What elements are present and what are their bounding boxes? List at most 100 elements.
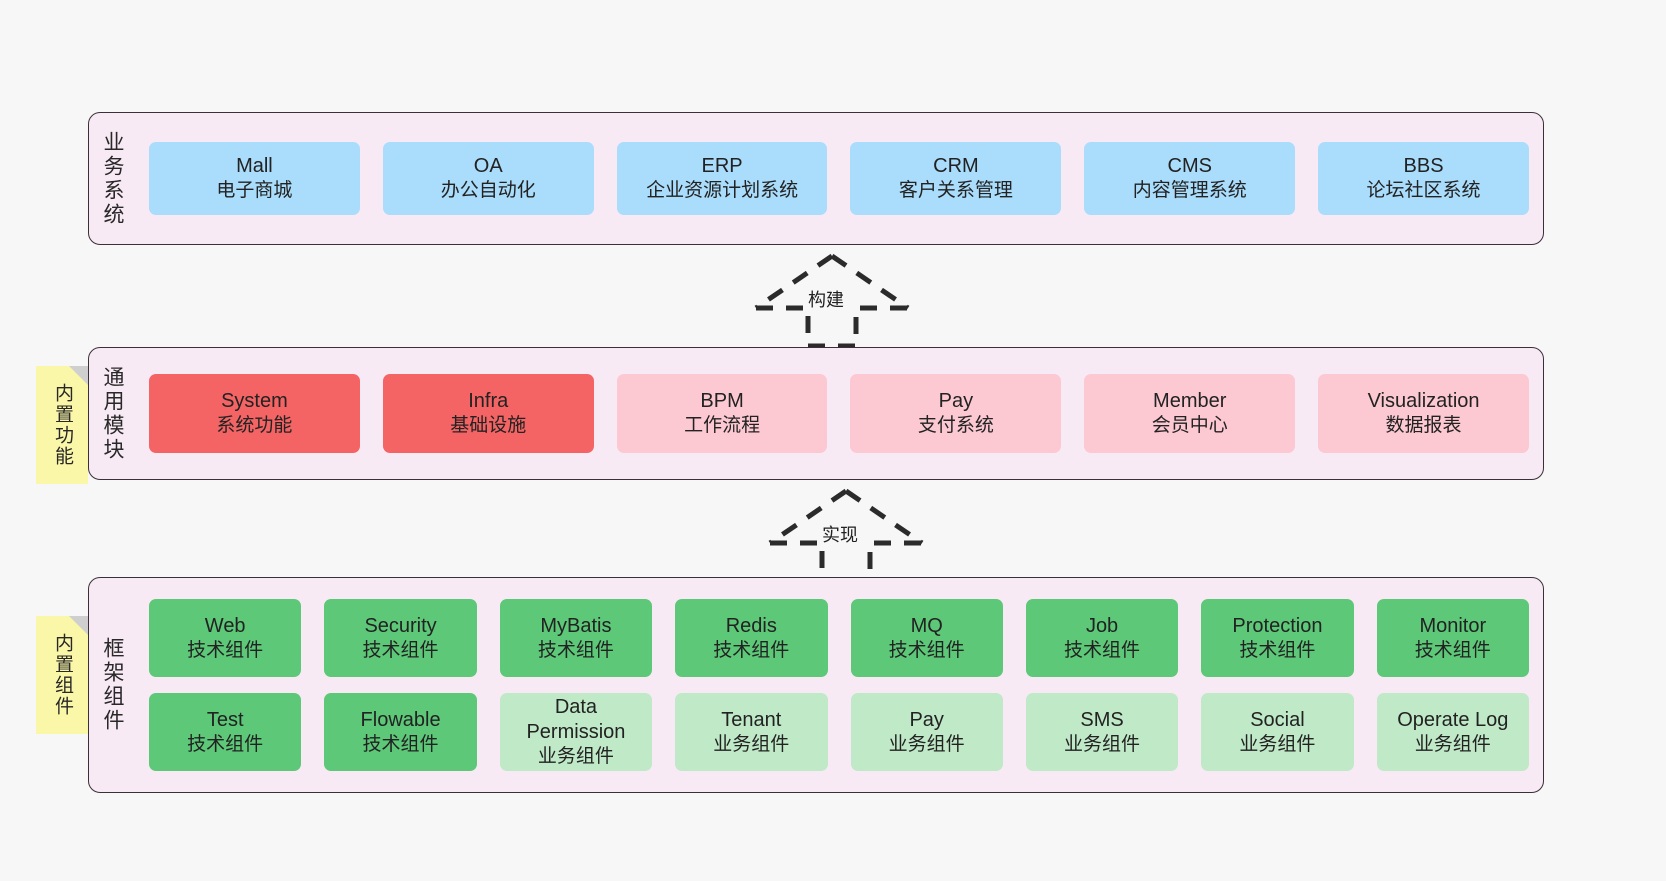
node-oa[interactable]: OA 办公自动化 [382, 142, 594, 215]
node-tenant[interactable]: Tenant 业务组件 [675, 693, 828, 771]
node-title: Test [206, 708, 244, 731]
node-desc: 技术组件 [1414, 639, 1491, 661]
layer-title-modules: 通用模块 [101, 365, 125, 462]
layer-title-framework: 框架组件 [101, 637, 125, 733]
node-job[interactable]: Job 技术组件 [1025, 599, 1179, 677]
node-desc: 技术组件 [187, 639, 264, 661]
node-desc: 业务组件 [1064, 733, 1141, 755]
node-title: Protection [1232, 614, 1323, 637]
node-title: CMS [1167, 155, 1212, 178]
node-mq[interactable]: MQ 技术组件 [850, 599, 1003, 677]
node-crm[interactable]: CRM 客户关系管理 [850, 142, 1062, 215]
node-infra[interactable]: Infra 基础设施 [382, 374, 594, 453]
node-desc: 支付系统 [917, 415, 994, 437]
node-web[interactable]: Web 技术组件 [149, 599, 302, 677]
node-redis[interactable]: Redis 技术组件 [675, 599, 828, 677]
node-title: Redis [725, 614, 777, 637]
node-title: CRM [933, 155, 979, 178]
dashed-hollow-arrow-icon [754, 253, 910, 349]
node-title: Visualization [1367, 390, 1480, 413]
node-desc: 办公自动化 [440, 180, 536, 202]
node-mall[interactable]: Mall 电子商城 [149, 142, 360, 215]
node-title: Pay [938, 390, 974, 413]
node-cms[interactable]: CMS 内容管理系统 [1084, 142, 1296, 215]
node-operate-log[interactable]: Operate Log 业务组件 [1376, 693, 1529, 771]
node-desc: 论坛社区系统 [1366, 180, 1481, 202]
node-title: Data Permission [526, 696, 626, 744]
connector-implement-arrow: 实现 [766, 487, 926, 584]
note-builtin-components: 内置组件 [36, 616, 88, 734]
node-desc: 技术组件 [1064, 639, 1141, 661]
node-title: Social [1250, 708, 1305, 731]
dashed-hollow-arrow-icon [768, 488, 924, 584]
node-desc: 电子商城 [216, 180, 293, 202]
connector-build-arrow: 构建 [752, 252, 912, 349]
node-title: Pay [909, 708, 944, 731]
node-desc: 内容管理系统 [1132, 180, 1247, 202]
node-desc: 业务组件 [888, 733, 965, 755]
note-text: 内置功能 [51, 383, 73, 467]
note-builtin-functions: 内置功能 [36, 366, 88, 484]
connector-label-build: 构建 [808, 290, 844, 310]
layer-title-business: 业务系统 [101, 130, 125, 227]
node-bpm[interactable]: BPM 工作流程 [616, 374, 828, 453]
node-title: Tenant [721, 708, 782, 731]
layer-common-modules: 通用模块 System 系统功能 Infra 基础设施 BPM 工作流程 Pay… [88, 347, 1544, 480]
node-title: BPM [700, 390, 744, 413]
node-data-permission[interactable]: Data Permission 业务组件 [499, 693, 653, 771]
layer-body-framework: Web 技术组件 Security 技术组件 MyBatis 技术组件 Redi… [135, 578, 1543, 792]
node-title: Web [204, 614, 246, 637]
node-mybatis[interactable]: MyBatis 技术组件 [499, 599, 653, 677]
node-desc: 数据报表 [1385, 415, 1462, 437]
node-desc: 业务组件 [1414, 733, 1491, 755]
node-desc: 客户关系管理 [898, 180, 1013, 202]
node-flowable[interactable]: Flowable 技术组件 [324, 693, 477, 771]
node-title: Flowable [360, 708, 441, 731]
node-desc: 业务组件 [537, 746, 614, 768]
node-title: Monitor [1419, 614, 1487, 637]
layer-body-business: Mall 电子商城 OA 办公自动化 ERP 企业资源计划系统 CRM 客户关系… [135, 113, 1543, 244]
node-protection[interactable]: Protection 技术组件 [1201, 599, 1354, 677]
node-title: MQ [910, 614, 943, 637]
node-desc: 会员中心 [1151, 415, 1228, 437]
layer-body-modules: System 系统功能 Infra 基础设施 BPM 工作流程 Pay 支付系统… [135, 348, 1543, 479]
node-title: Operate Log [1397, 708, 1509, 731]
node-title: Mall [236, 155, 273, 178]
node-sms[interactable]: SMS 业务组件 [1025, 693, 1179, 771]
node-title: ERP [701, 155, 743, 178]
node-title: OA [473, 155, 503, 178]
node-desc: 技术组件 [1239, 639, 1316, 661]
node-title: SMS [1080, 708, 1124, 731]
node-social[interactable]: Social 业务组件 [1201, 693, 1354, 771]
node-erp[interactable]: ERP 企业资源计划系统 [616, 142, 828, 215]
node-monitor[interactable]: Monitor 技术组件 [1376, 599, 1529, 677]
node-visualization[interactable]: Visualization 数据报表 [1318, 374, 1529, 453]
node-pay[interactable]: Pay 支付系统 [850, 374, 1062, 453]
node-pay-business[interactable]: Pay 业务组件 [850, 693, 1003, 771]
node-row: Mall 电子商城 OA 办公自动化 ERP 企业资源计划系统 CRM 客户关系… [149, 142, 1529, 215]
node-desc: 技术组件 [888, 639, 965, 661]
node-desc: 企业资源计划系统 [646, 180, 799, 202]
node-desc: 技术组件 [362, 733, 439, 755]
node-security[interactable]: Security 技术组件 [324, 599, 477, 677]
node-title: BBS [1403, 155, 1444, 178]
node-desc: 系统功能 [216, 415, 293, 437]
node-title: Job [1085, 614, 1119, 637]
node-row: System 系统功能 Infra 基础设施 BPM 工作流程 Pay 支付系统… [149, 374, 1529, 453]
node-row: Web 技术组件 Security 技术组件 MyBatis 技术组件 Redi… [149, 599, 1529, 677]
connector-label-implement: 实现 [822, 525, 858, 545]
node-title: Infra [468, 390, 509, 413]
node-title: System [221, 390, 288, 413]
node-desc: 技术组件 [537, 639, 614, 661]
node-member[interactable]: Member 会员中心 [1084, 374, 1296, 453]
node-desc: 业务组件 [713, 733, 790, 755]
node-desc: 基础设施 [450, 415, 527, 437]
node-row: Test 技术组件 Flowable 技术组件 Data Permission … [149, 693, 1529, 771]
node-desc: 技术组件 [362, 639, 439, 661]
node-test[interactable]: Test 技术组件 [149, 693, 302, 771]
node-bbs[interactable]: BBS 论坛社区系统 [1318, 142, 1529, 215]
node-desc: 业务组件 [1239, 733, 1316, 755]
node-system[interactable]: System 系统功能 [149, 374, 360, 453]
node-desc: 技术组件 [187, 733, 264, 755]
